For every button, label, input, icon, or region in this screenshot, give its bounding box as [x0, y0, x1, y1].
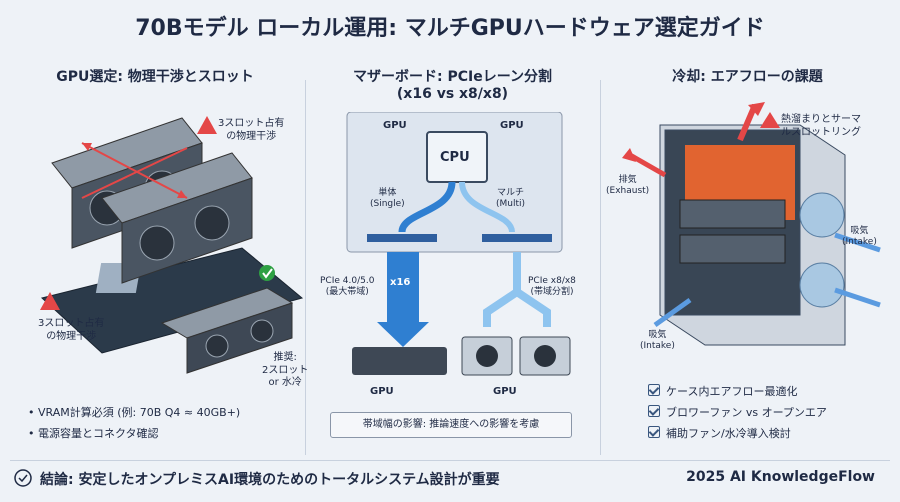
page-title: 70Bモデル ローカル運用: マルチGPUハードウェア選定ガイド	[135, 16, 765, 41]
gpu-bottom-left-label: GPU	[370, 386, 394, 397]
bandwidth-note: 帯域幅の影響: 推論速度への影響を考慮	[330, 412, 572, 438]
divider-right	[600, 80, 601, 455]
pcie-lane-diagram	[346, 112, 571, 376]
bullet-aux-text: 補助ファン/水冷導入検討	[666, 427, 791, 440]
warning-text-top: 3スロット占有 の物理干渉	[218, 118, 285, 142]
divider-left	[305, 80, 306, 455]
warning-icon	[760, 112, 780, 128]
right-section-title: 冷却: エアフローの課題	[672, 69, 823, 85]
gpu-interference-illustration	[40, 116, 304, 374]
gpu-label-top-left: GPU	[383, 120, 407, 131]
cpu-chip	[426, 131, 488, 183]
cpu-label: CPU	[440, 150, 470, 165]
gpu-bottom-right-label: GPU	[493, 386, 517, 397]
gpu-bottom-left	[352, 347, 447, 375]
bullet-fan-text: ブロワーファン vs オープンエア	[666, 406, 827, 419]
left-bullets: • VRAM計算必須 (例: 70B Q4 ≈ 40GB+) • 電源容量とコネ…	[28, 404, 240, 446]
warning-text-bottom: 3スロット占有 の物理干渉	[38, 318, 105, 342]
pcie-full-label: PCIe 4.0/5.0 (最大帯域)	[320, 276, 375, 298]
bullet-vram-text: VRAM計算必須 (例: 70B Q4 ≈ 40GB+)	[38, 406, 241, 419]
warning-icon	[40, 292, 60, 310]
check-icon	[259, 265, 275, 281]
check-circle-icon	[14, 469, 32, 487]
right-bullets: ケース内エアフロー最適化 ブロワーファン vs オープンエア 補助ファン/水冷導…	[648, 383, 827, 446]
center-title-line2: (x16 vs x8/x8)	[396, 86, 509, 102]
bullet-fan: ブロワーファン vs オープンエア	[648, 404, 827, 420]
center-title-line1: マザーボード: PCIeレーン分割	[352, 69, 552, 85]
thermal-warning-text: 熱溜まりとサーマ ルスロットリング	[781, 114, 861, 138]
footer: 結論: 安定したオンプレミスAI環境のためのトータルシステム設計が重要 2025…	[10, 460, 890, 493]
bullet-aux: 補助ファン/水冷導入検討	[648, 425, 827, 441]
bullet-vram: • VRAM計算必須 (例: 70B Q4 ≈ 40GB+)	[28, 406, 241, 419]
exhaust-label: 排気 (Exhaust)	[606, 175, 650, 197]
left-section-title: GPU選定: 物理干渉とスロット	[56, 69, 254, 85]
pcie-split-label: PCIe x8/x8 (帯域分割)	[528, 276, 576, 298]
x16-label: x16	[390, 277, 411, 288]
center-section-title: マザーボード: PCIeレーン分割 (x16 vs x8/x8)	[310, 66, 595, 102]
recommended-gpu-card	[160, 287, 294, 374]
multi-label: マルチ (Multi)	[496, 188, 526, 210]
bullet-airflow-text: ケース内エアフロー最適化	[666, 385, 798, 398]
intake-right-label: 吸気 (Intake)	[842, 226, 877, 248]
conclusion-text: 結論: 安定したオンプレミスAI環境のためのトータルシステム設計が重要	[40, 472, 500, 488]
single-label: 単体 (Single)	[370, 188, 405, 210]
warning-icon	[197, 116, 217, 134]
bullet-power: • 電源容量とコネクタ確認	[28, 427, 159, 440]
pc-case-airflow	[622, 102, 881, 346]
bullet-power-text: 電源容量とコネクタ確認	[38, 427, 159, 440]
gpu-card-2	[101, 152, 253, 284]
bullet-airflow: ケース内エアフロー最適化	[648, 383, 827, 399]
intake-bottom-label: 吸気 (Intake)	[640, 330, 675, 352]
gpu-label-top-right: GPU	[500, 120, 524, 131]
brand-text: 2025 AI KnowledgeFlow	[686, 469, 875, 485]
recommendation-text: 推奨: 2スロット or 水冷	[262, 352, 309, 388]
